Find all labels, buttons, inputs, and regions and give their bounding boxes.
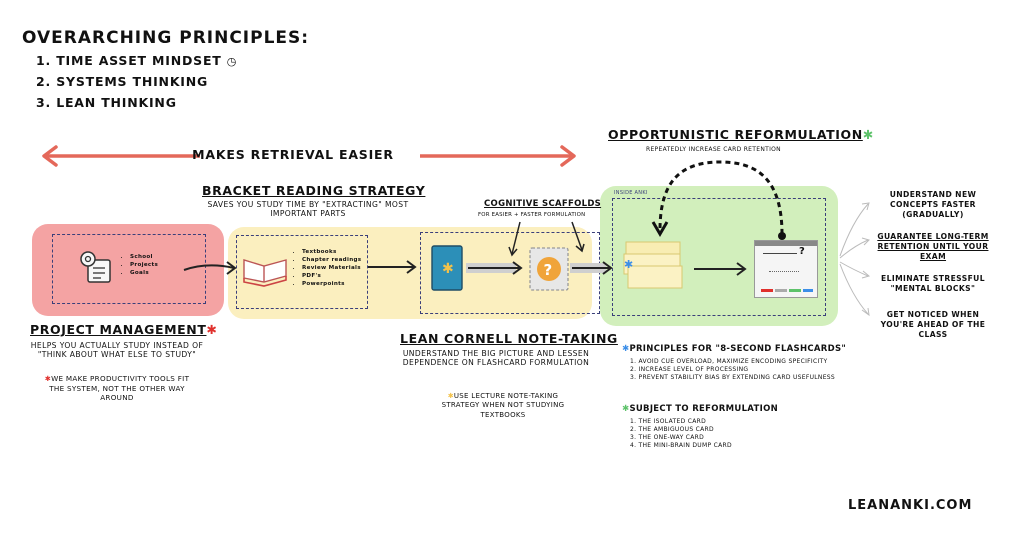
red-star-icon: ✱ [44, 374, 52, 383]
green-star-icon: ✱ [622, 404, 630, 414]
lean-cornell-note: ✱Use Lecture Note-Taking Strategy When N… [441, 392, 565, 419]
project-management-title: Project Management✱ [30, 322, 218, 337]
project-dashed-box [52, 234, 206, 304]
card-question-mark: ? [799, 246, 805, 257]
arrow-right-icon [183, 261, 237, 275]
subject-reform-title: ✱Subject to Reformulation [622, 404, 779, 414]
arrow-right-icon [368, 260, 417, 274]
outcome-item-2: Guarantee Long-Term Retention Until Your… [877, 232, 989, 261]
list-item: Review Materials [302, 264, 361, 272]
reading-items-list: Textbooks Chapter readings Review Materi… [292, 248, 361, 289]
subject-reform-list: 1. The Isolated Card 2. The Ambiguous Ca… [630, 418, 732, 450]
principles-8s-list: 1. Avoid Cue Overload, Maximize Encoding… [630, 358, 835, 382]
good-button[interactable] [789, 289, 801, 292]
principle-item-1: 1. Time Asset Mindset ◷ [36, 53, 238, 68]
list-item: School [130, 253, 158, 261]
list-item: Textbooks [302, 248, 361, 256]
list-item: 3. The One-Way Card [630, 434, 705, 442]
svg-text:?: ? [544, 261, 553, 279]
scaffold-pointer-arrows-icon [508, 221, 585, 257]
list-item: Powerpoints [302, 280, 361, 288]
card-answer-line [769, 271, 799, 272]
flashcard-stack-icon: ✱ [623, 241, 683, 289]
lean-cornell-desc: Understand the Big Picture And Lessen De… [402, 349, 590, 368]
reformulation-loop-arrow-icon [651, 160, 786, 240]
project-management-panel [32, 224, 224, 316]
clock-icon: ◷ [226, 55, 238, 68]
list-item: Chapter readings [302, 256, 361, 264]
svg-text:✱: ✱ [442, 261, 454, 277]
list-item: Goals [130, 269, 158, 277]
principles-title: Overarching Principles: [22, 28, 310, 48]
red-star-icon: ✱ [206, 322, 218, 337]
list-item: 4. The Mini-Brain Dump Card [630, 442, 732, 450]
reading-dashed-box [236, 235, 368, 309]
arrow-right-icon [466, 261, 523, 275]
project-management-desc: Helps you actually study instead of "Thi… [30, 341, 204, 360]
bracket-reading-desc: Saves You Study Time By "Extracting" Mos… [207, 200, 409, 219]
outcome-item-1: Understand New Concepts Faster (Graduall… [889, 190, 977, 219]
bracket-reading-title: Bracket Reading Strategy [202, 183, 426, 198]
again-button[interactable] [761, 289, 773, 292]
arrow-right-icon [694, 262, 747, 276]
brand-link[interactable]: LeanAnki.com [848, 498, 973, 513]
anki-dashed-box [612, 198, 826, 316]
outcome-item-3: Eliminate Stressful "Mental Blocks" [881, 274, 985, 293]
book-icon [243, 259, 287, 287]
reformulation-desc: Repeatedly increase card retention [646, 146, 781, 153]
list-item: 3. Prevent Stability Bias by Extending C… [630, 374, 836, 382]
gear-clipboard-icon [80, 251, 111, 283]
outcome-connector-arrows-icon [839, 202, 871, 317]
outcome-item-4: Get Noticed When You're Ahead of The Cla… [880, 310, 986, 339]
easy-button[interactable] [803, 289, 813, 292]
notebook-icon: ✱ [431, 245, 463, 291]
list-item: 1. Avoid Cue Overload, Maximize Encoding… [630, 358, 828, 365]
green-star-icon: ✱ [862, 127, 874, 142]
retrieval-banner: Makes Retrieval Easier [192, 147, 394, 162]
cognitive-scaffolds-title: Cognitive Scaffolds [484, 199, 602, 209]
card-line [763, 253, 797, 254]
lean-cornell-title: Lean Cornell Note-Taking [400, 331, 618, 346]
list-item: Projects [130, 261, 158, 269]
double-arrow-icon [42, 145, 576, 167]
hard-button[interactable] [775, 289, 787, 292]
list-item: 2. The Ambiguous Card [630, 426, 714, 434]
project-items-list: School Projects Goals [120, 253, 158, 277]
principles-8s-title: ✱Principles for "8-Second Flashcards" [622, 344, 847, 354]
window-titlebar [755, 241, 817, 246]
blue-star-icon: ✱ [622, 344, 630, 354]
question-card-icon: ? [529, 247, 569, 291]
arrow-right-icon [570, 261, 613, 275]
principle-item-2: 2. Systems Thinking [36, 74, 209, 89]
yellow-star-icon: ✱ [447, 392, 454, 400]
list-item: PDF's [302, 272, 361, 280]
list-item: 2. Increase Level of Processing [630, 366, 749, 374]
inside-anki-label: Inside Anki [614, 190, 648, 196]
cognitive-scaffolds-desc: for Easier + Faster Formulation [478, 212, 586, 218]
svg-text:✱: ✱ [624, 258, 633, 271]
anki-card-window: ? [754, 240, 818, 298]
project-management-note: ✱We make productivity tools fit the SYST… [44, 374, 190, 403]
reformulation-title: Opportunistic Reformulation✱ [608, 127, 874, 142]
principle-item-3: 3. Lean Thinking [36, 95, 177, 110]
list-item: 1. The Isolated Card [630, 418, 706, 425]
